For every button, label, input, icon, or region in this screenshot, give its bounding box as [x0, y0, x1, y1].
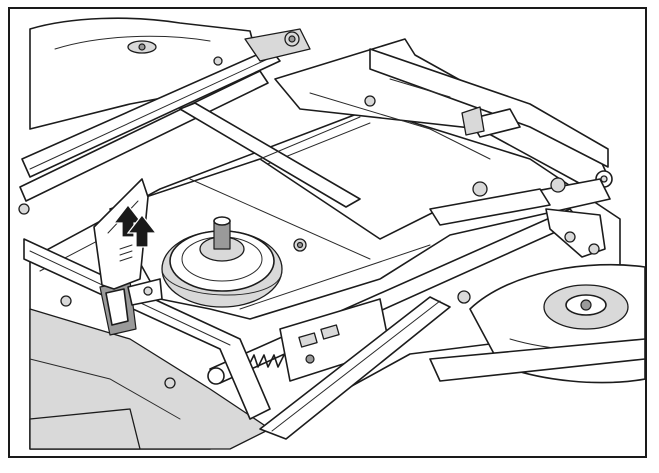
right-pulley-housing — [429, 263, 645, 384]
lift-rods-left — [19, 28, 311, 202]
up-arrow-icon — [112, 204, 158, 262]
deck-side-bar — [23, 238, 271, 450]
mower-deck-drawing — [18, 17, 645, 450]
release-latch — [99, 278, 163, 336]
center-pulley — [161, 216, 283, 308]
tension-spring — [237, 298, 391, 382]
illustration-frame — [8, 7, 647, 458]
lower-strap — [259, 296, 451, 440]
frame-bracket-upper — [274, 38, 613, 197]
